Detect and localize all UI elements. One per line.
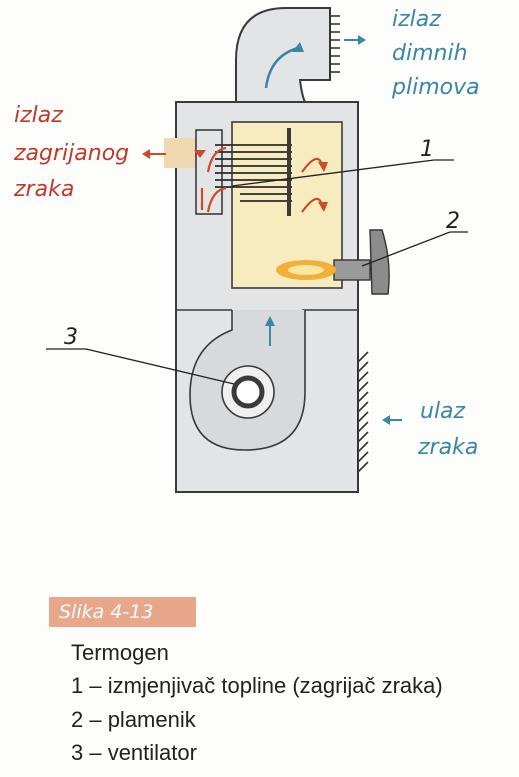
callout-leader-1 <box>231 159 435 187</box>
heat-exchanger <box>215 144 292 202</box>
caption-item-2: 2 – plamenik <box>71 707 196 732</box>
flame-icon <box>276 260 336 280</box>
caption-item-3: 3 – ventilator <box>71 740 197 765</box>
air-flow-arrow-icon <box>382 415 390 425</box>
caption-item-1: 1 – izmjenjivač topline (zagrijač zraka) <box>71 673 443 698</box>
callout-number-3: 3 <box>64 325 78 350</box>
fan-icon <box>221 365 275 419</box>
callout-number-2: 2 <box>446 209 460 234</box>
flue-label-line-2: dimnih <box>392 41 468 66</box>
flue-outlet-label: izlaz dimnih plimova <box>391 7 480 100</box>
air-flow-arrow-icon <box>358 35 366 45</box>
flue-grille-icon <box>329 10 340 78</box>
air-inlet-label: ulaz zraka <box>417 399 478 460</box>
figure-tag: Slika 4-13 <box>49 597 196 627</box>
air-flow-arrow-icon <box>194 150 328 212</box>
callout-leader-2 <box>361 231 451 267</box>
warm-label-line-3: zraka <box>13 177 74 202</box>
inlet-label-line-2: zraka <box>417 435 478 460</box>
warm-label-line-1: izlaz <box>14 103 63 128</box>
air-flow-arrow-icon <box>292 42 304 52</box>
flue-label-line-3: plimova <box>391 75 480 100</box>
exchanger-wall <box>287 128 291 216</box>
flue-label-line-1: izlaz <box>392 7 441 32</box>
air-flow-arrow-icon <box>265 316 275 326</box>
callout-leader-3b <box>85 348 235 385</box>
thermogen-diagram: 1 2 3 izlaz dimnih plimova izlaz zagrija… <box>13 7 480 493</box>
burner-icon <box>333 229 390 295</box>
warm-air-outlet-label: izlaz zagrijanog zraka <box>13 103 129 202</box>
air-flow-arrow-icon <box>142 149 150 159</box>
warm-label-line-2: zagrijanog <box>13 141 129 166</box>
caption-title: Termogen <box>71 640 169 665</box>
inlet-grille-icon <box>357 351 369 480</box>
callout-number-1: 1 <box>420 137 434 162</box>
air-flow-arrow-icon <box>264 46 299 89</box>
inlet-label-line-1: ulaz <box>420 399 466 424</box>
